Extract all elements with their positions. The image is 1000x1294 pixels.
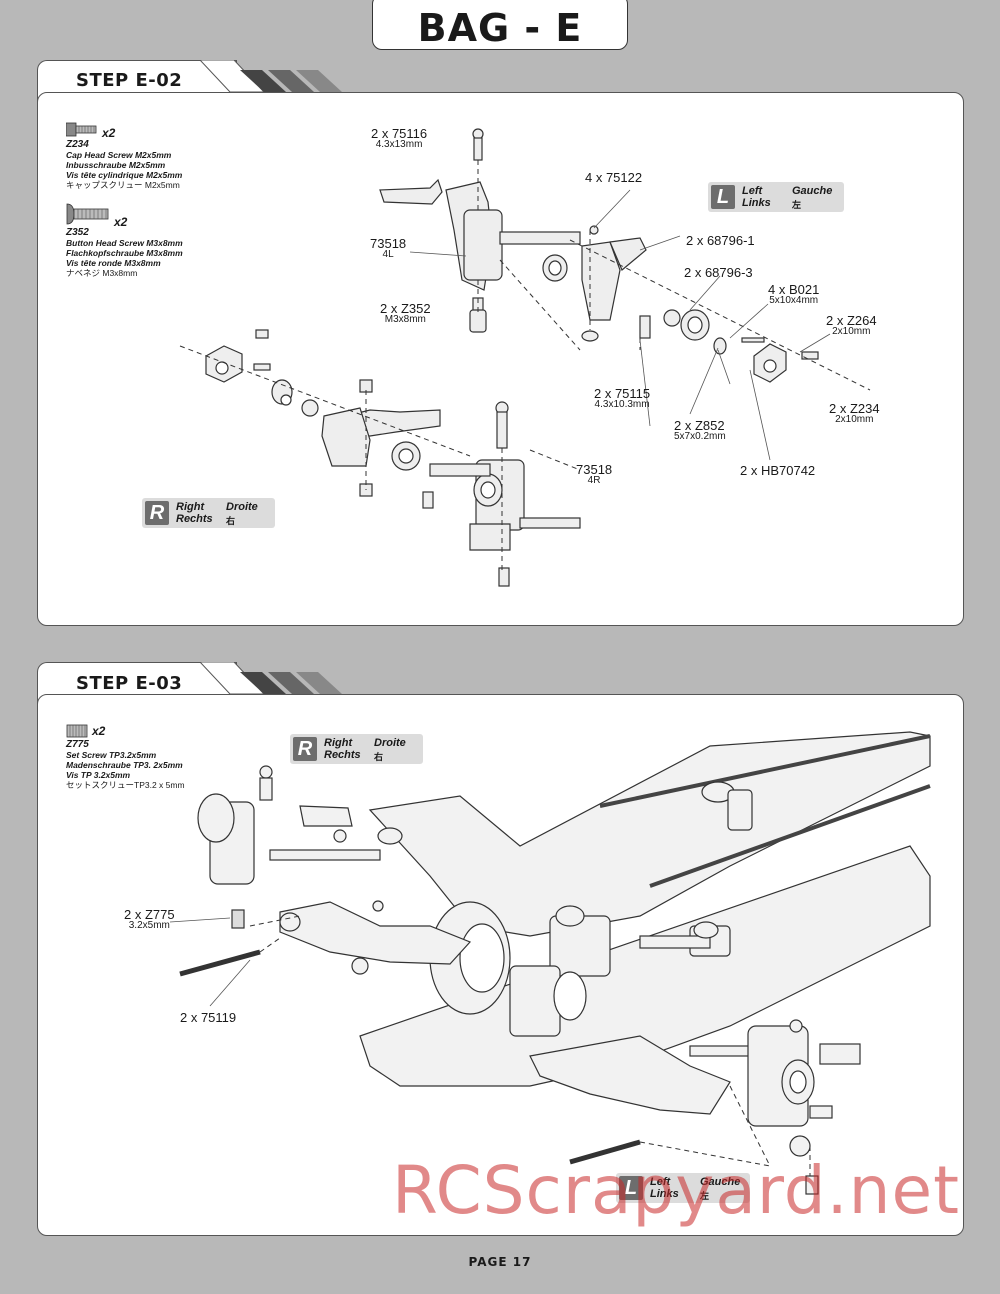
callout-75122: 4 x 75122 bbox=[585, 170, 643, 185]
callout-hb70742: 2 x HB70742 bbox=[740, 463, 816, 478]
bag-title: BAG - E bbox=[372, 0, 628, 50]
step-e03-chassis-drawing bbox=[170, 731, 931, 1195]
step-stripes-decoration bbox=[200, 60, 342, 93]
badge-jp: 右 bbox=[226, 516, 236, 526]
badge-fr: Gauche bbox=[792, 185, 833, 197]
right-side-badge: R Right Rechts Droite 右 bbox=[290, 734, 423, 764]
part-desc-en: Button Head Screw M3x8mm bbox=[66, 238, 183, 248]
step-e03-title: STEP E-03 bbox=[76, 673, 183, 694]
step-e02-exploded-drawing bbox=[179, 128, 871, 587]
part-qty: x2 bbox=[92, 724, 106, 738]
step-stripes-decoration bbox=[200, 662, 342, 695]
part-code: Z234 bbox=[66, 139, 89, 150]
part-z352: x2 Z352 Button Head Screw M3x8mm Flachko… bbox=[66, 202, 236, 278]
set-screw-icon bbox=[66, 724, 88, 738]
badge-de: Rechts bbox=[324, 749, 361, 761]
cap-head-screw-icon bbox=[65, 122, 97, 137]
part-qty: x2 bbox=[114, 215, 128, 229]
part-z775: x2 Z775 Set Screw TP3.2x5mm Madenschraub… bbox=[66, 724, 226, 790]
part-desc-jp: セットスクリューTP3.2 x 5mm bbox=[66, 780, 185, 790]
page-number: PAGE 17 bbox=[468, 1255, 532, 1269]
part-desc-fr: Vis TP 3.2x5mm bbox=[66, 770, 131, 780]
badge-fr: Droite bbox=[226, 501, 258, 513]
badge-jp: 左 bbox=[792, 200, 802, 210]
badge-en: Left bbox=[742, 185, 763, 197]
left-letter-icon: L bbox=[711, 185, 735, 209]
part-code: Z775 bbox=[66, 739, 89, 750]
step-e02-title: STEP E-02 bbox=[76, 70, 183, 91]
part-desc-jp: キャップスクリュー M2x5mm bbox=[66, 180, 180, 190]
badge-jp: 右 bbox=[374, 752, 384, 762]
part-desc-fr: Vis tête ronde M3x8mm bbox=[66, 258, 161, 268]
part-desc-en: Cap Head Screw M2x5mm bbox=[66, 150, 172, 160]
callout-75119: 2 x 75119 bbox=[180, 1010, 237, 1025]
part-desc-de: Inbusschraube M2x5mm bbox=[66, 160, 166, 170]
callout-68796-3: 2 x 68796-3 bbox=[684, 265, 753, 280]
part-desc-de: Madenschraube TP3. 2x5mm bbox=[66, 760, 183, 770]
part-code: Z352 bbox=[66, 227, 89, 238]
left-side-badge: L Left Links Gauche 左 bbox=[616, 1173, 750, 1203]
left-side-badge: L Left Links Gauche 左 bbox=[708, 182, 844, 212]
part-desc-de: Flachkopfschraube M3x8mm bbox=[66, 248, 183, 258]
badge-en: Right bbox=[176, 501, 205, 513]
right-letter-icon: R bbox=[145, 501, 169, 525]
left-letter-icon: L bbox=[619, 1176, 643, 1200]
right-letter-icon: R bbox=[293, 737, 317, 761]
part-z234: x2 Z234 Cap Head Screw M2x5mm Inbusschra… bbox=[65, 122, 226, 190]
button-head-screw-icon bbox=[66, 203, 109, 225]
badge-de: Links bbox=[742, 197, 771, 209]
callout-68796-1: 2 x 68796-1 bbox=[686, 233, 755, 248]
badge-en: Left bbox=[650, 1176, 671, 1188]
badge-de: Links bbox=[650, 1188, 679, 1200]
badge-jp: 左 bbox=[700, 1191, 710, 1201]
part-desc-fr: Vis tête cylindrique M2x5mm bbox=[66, 170, 183, 180]
right-side-badge: R Right Rechts Droite 右 bbox=[142, 498, 275, 528]
part-desc-en: Set Screw TP3.2x5mm bbox=[66, 750, 157, 760]
badge-en: Right bbox=[324, 737, 353, 749]
watermark-text: RCScrapyard.net bbox=[392, 1152, 960, 1229]
part-qty: x2 bbox=[102, 126, 116, 140]
badge-de: Rechts bbox=[176, 513, 213, 525]
part-desc-jp: ナベネジ M3x8mm bbox=[66, 268, 138, 278]
badge-fr: Gauche bbox=[700, 1176, 741, 1188]
badge-fr: Droite bbox=[374, 737, 406, 749]
